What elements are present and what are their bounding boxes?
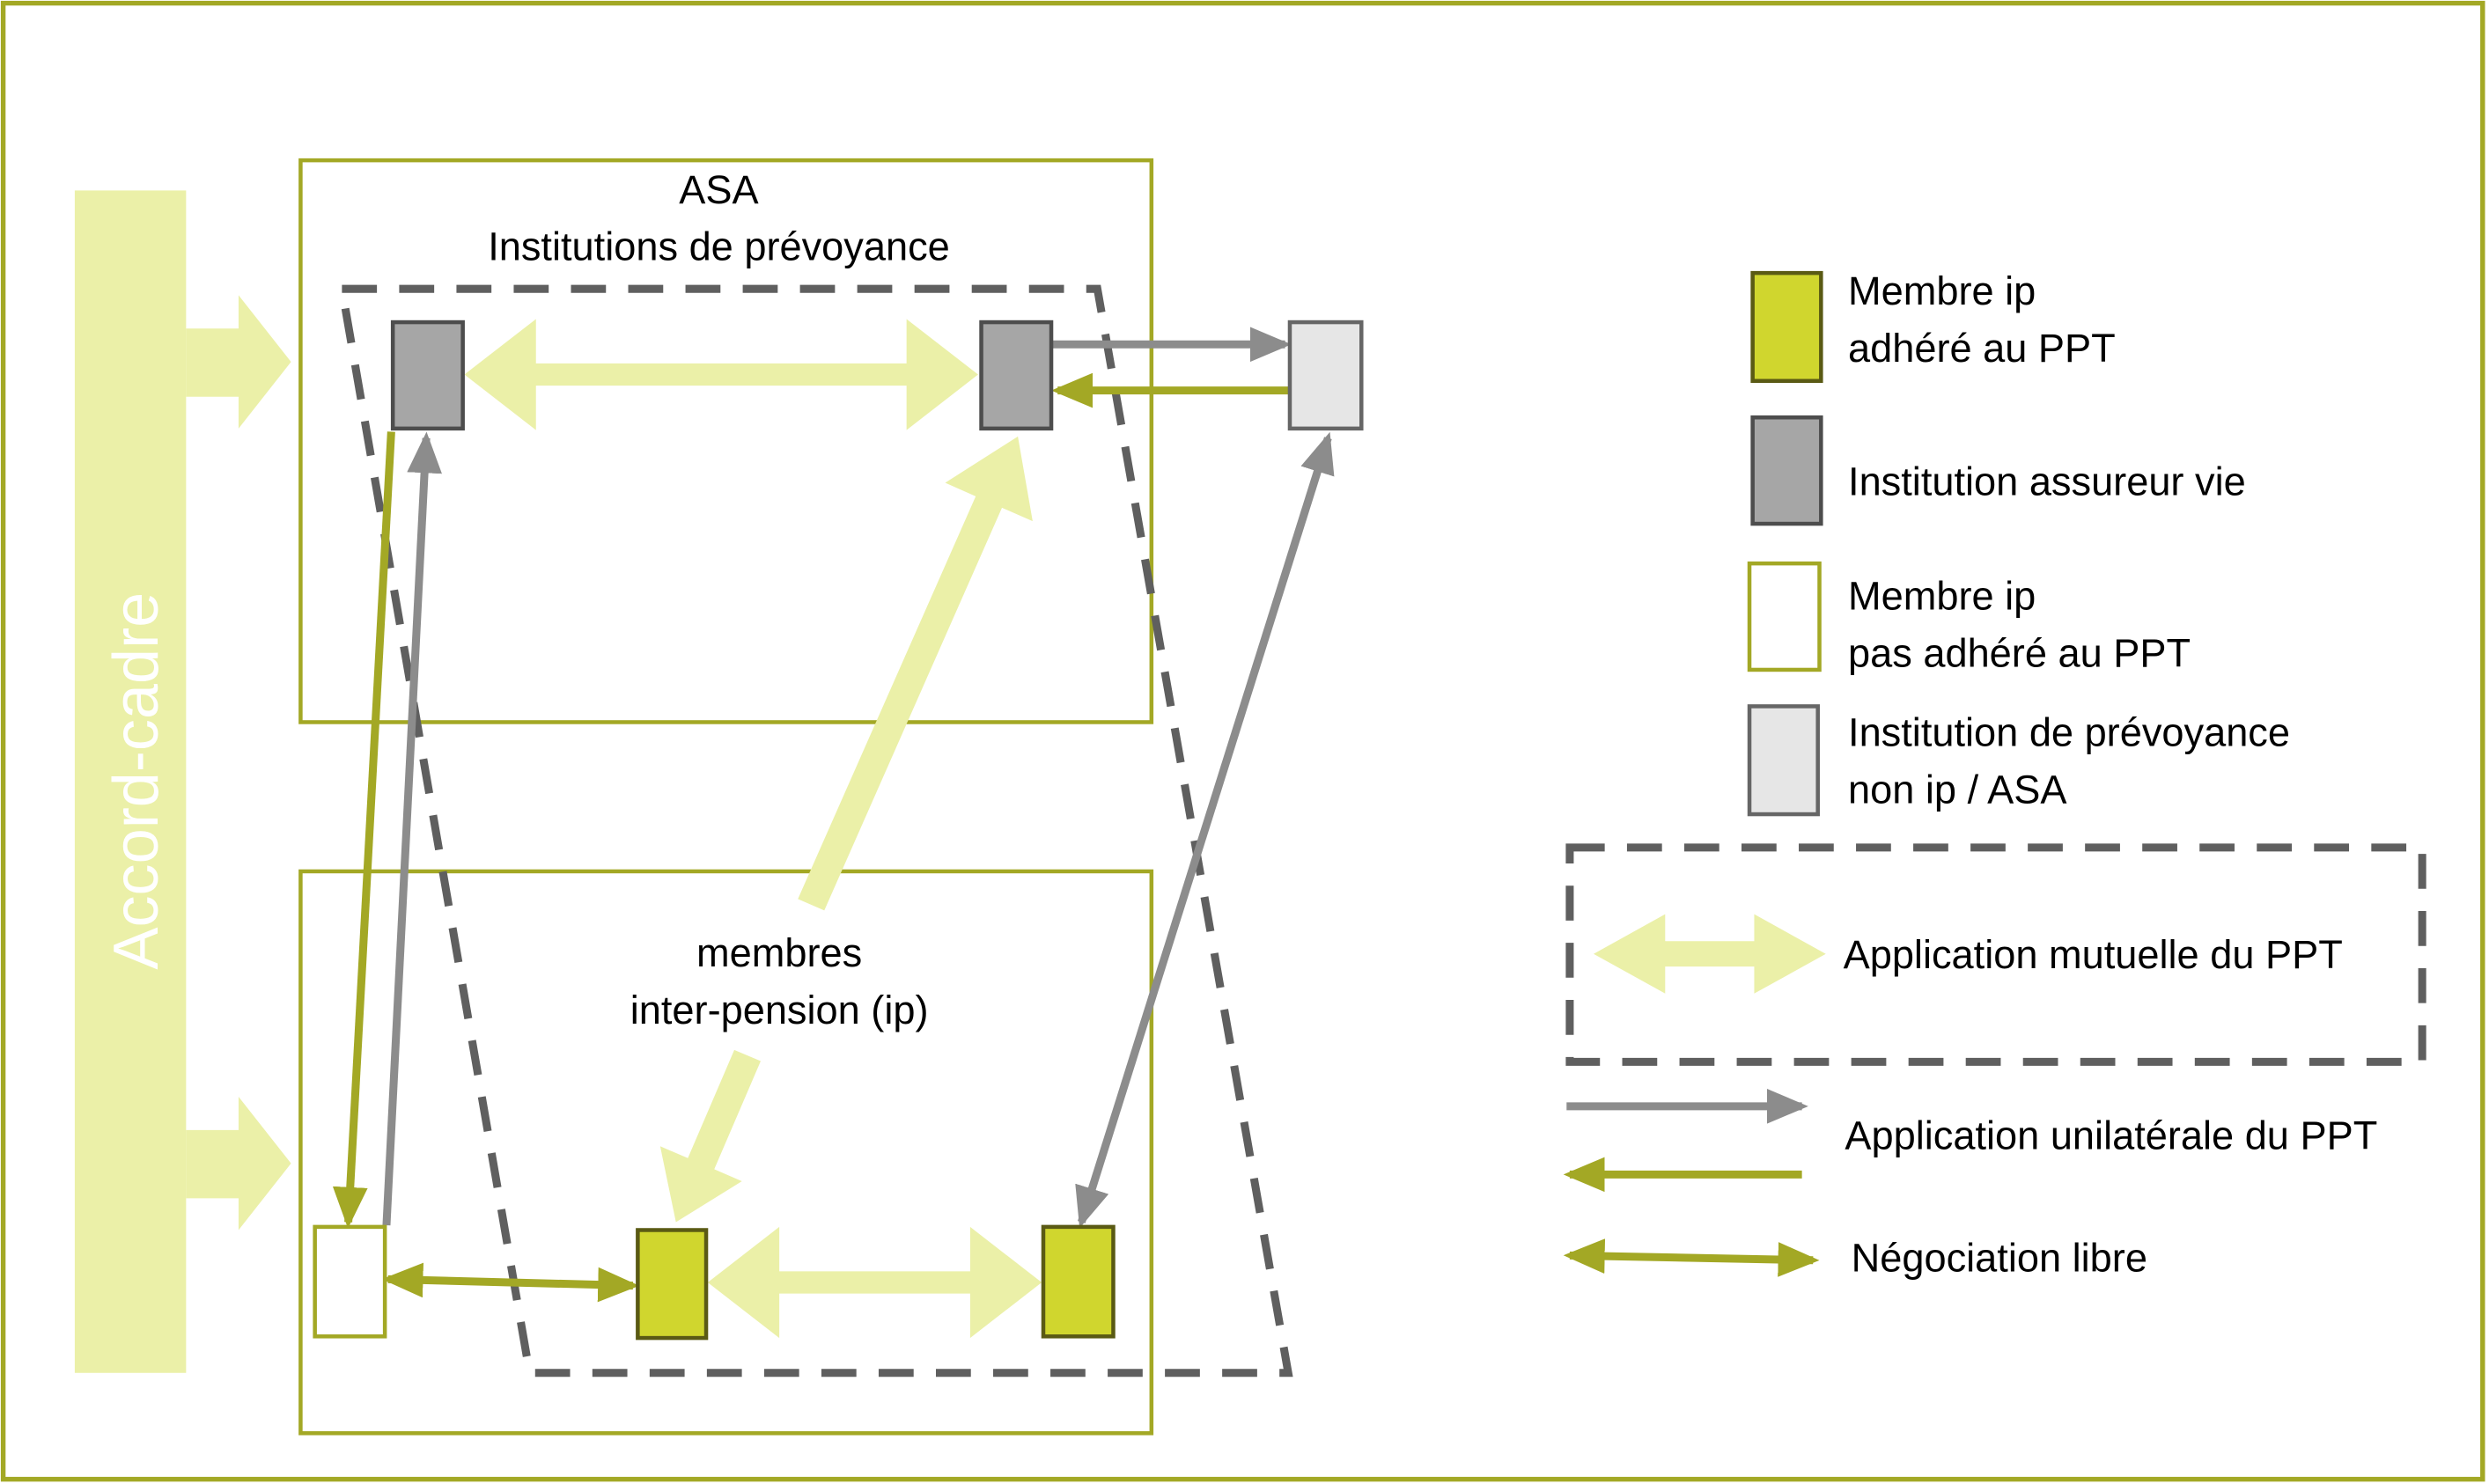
legend: Membre ip adhéré au PPT Institution assu… bbox=[1563, 268, 2426, 1280]
legend-label: Institution de prévoyance bbox=[1848, 710, 2290, 755]
legend-mutual-zone bbox=[1565, 843, 2426, 1066]
mutual-arrow-bottom bbox=[707, 1226, 1042, 1339]
legend-negotiation-arrow bbox=[1563, 1238, 1820, 1277]
mutual-arrow-diagonal bbox=[798, 436, 1033, 911]
legend-label: non ip / ASA bbox=[1848, 767, 2067, 812]
legend-swatch-gray bbox=[1750, 415, 1823, 526]
asa-title: ASA bbox=[679, 167, 758, 212]
legend-mutual-arrow bbox=[1594, 914, 1826, 994]
legend-swatch-light-gray bbox=[1747, 704, 1820, 817]
mutual-arrow-top bbox=[464, 319, 978, 430]
life-insurer-node-left bbox=[390, 320, 465, 431]
legend-label: Institution assureur vie bbox=[1848, 459, 2246, 504]
legend-label: Application unilatérale du PPT bbox=[1845, 1113, 2377, 1158]
accord-cadre-label: Accord-cadre bbox=[101, 592, 172, 970]
legend-label: Négociation libre bbox=[1852, 1235, 2147, 1280]
accord-cadre-bar: Accord-cadre bbox=[74, 190, 291, 1373]
legend-label: Application mutuelle du PPT bbox=[1844, 932, 2343, 977]
members-title: membres bbox=[696, 930, 862, 975]
asa-subtitle: Institutions de prévoyance bbox=[488, 224, 950, 269]
member-node-left bbox=[636, 1228, 709, 1341]
legend-swatch-lime bbox=[1750, 270, 1823, 384]
non-member-node bbox=[313, 1224, 387, 1339]
non-ip-institution-node bbox=[1287, 320, 1364, 431]
legend-label: Membre ip bbox=[1848, 268, 2036, 313]
legend-label: pas adhéré au PPT bbox=[1848, 630, 2191, 675]
legend-swatch-white bbox=[1747, 561, 1822, 672]
unilateral-arrow-olive-down bbox=[332, 431, 395, 1229]
members-subtitle: inter-pension (ip) bbox=[630, 988, 929, 1032]
unilateral-arrow-gray-up bbox=[382, 431, 442, 1226]
mutual-arrow-small bbox=[659, 1049, 761, 1223]
legend-label: Membre ip bbox=[1848, 573, 2036, 618]
life-insurer-node-right bbox=[979, 320, 1054, 431]
member-node-right bbox=[1041, 1224, 1116, 1339]
unilateral-arrow-gray-diagonal bbox=[1075, 431, 1335, 1229]
negotiation-arrow bbox=[381, 1262, 640, 1303]
accord-arrow-top bbox=[186, 295, 291, 429]
legend-label: adhéré au PPT bbox=[1848, 326, 2116, 371]
mutual-zone bbox=[337, 284, 1293, 1377]
accord-arrow-bottom bbox=[186, 1097, 291, 1231]
